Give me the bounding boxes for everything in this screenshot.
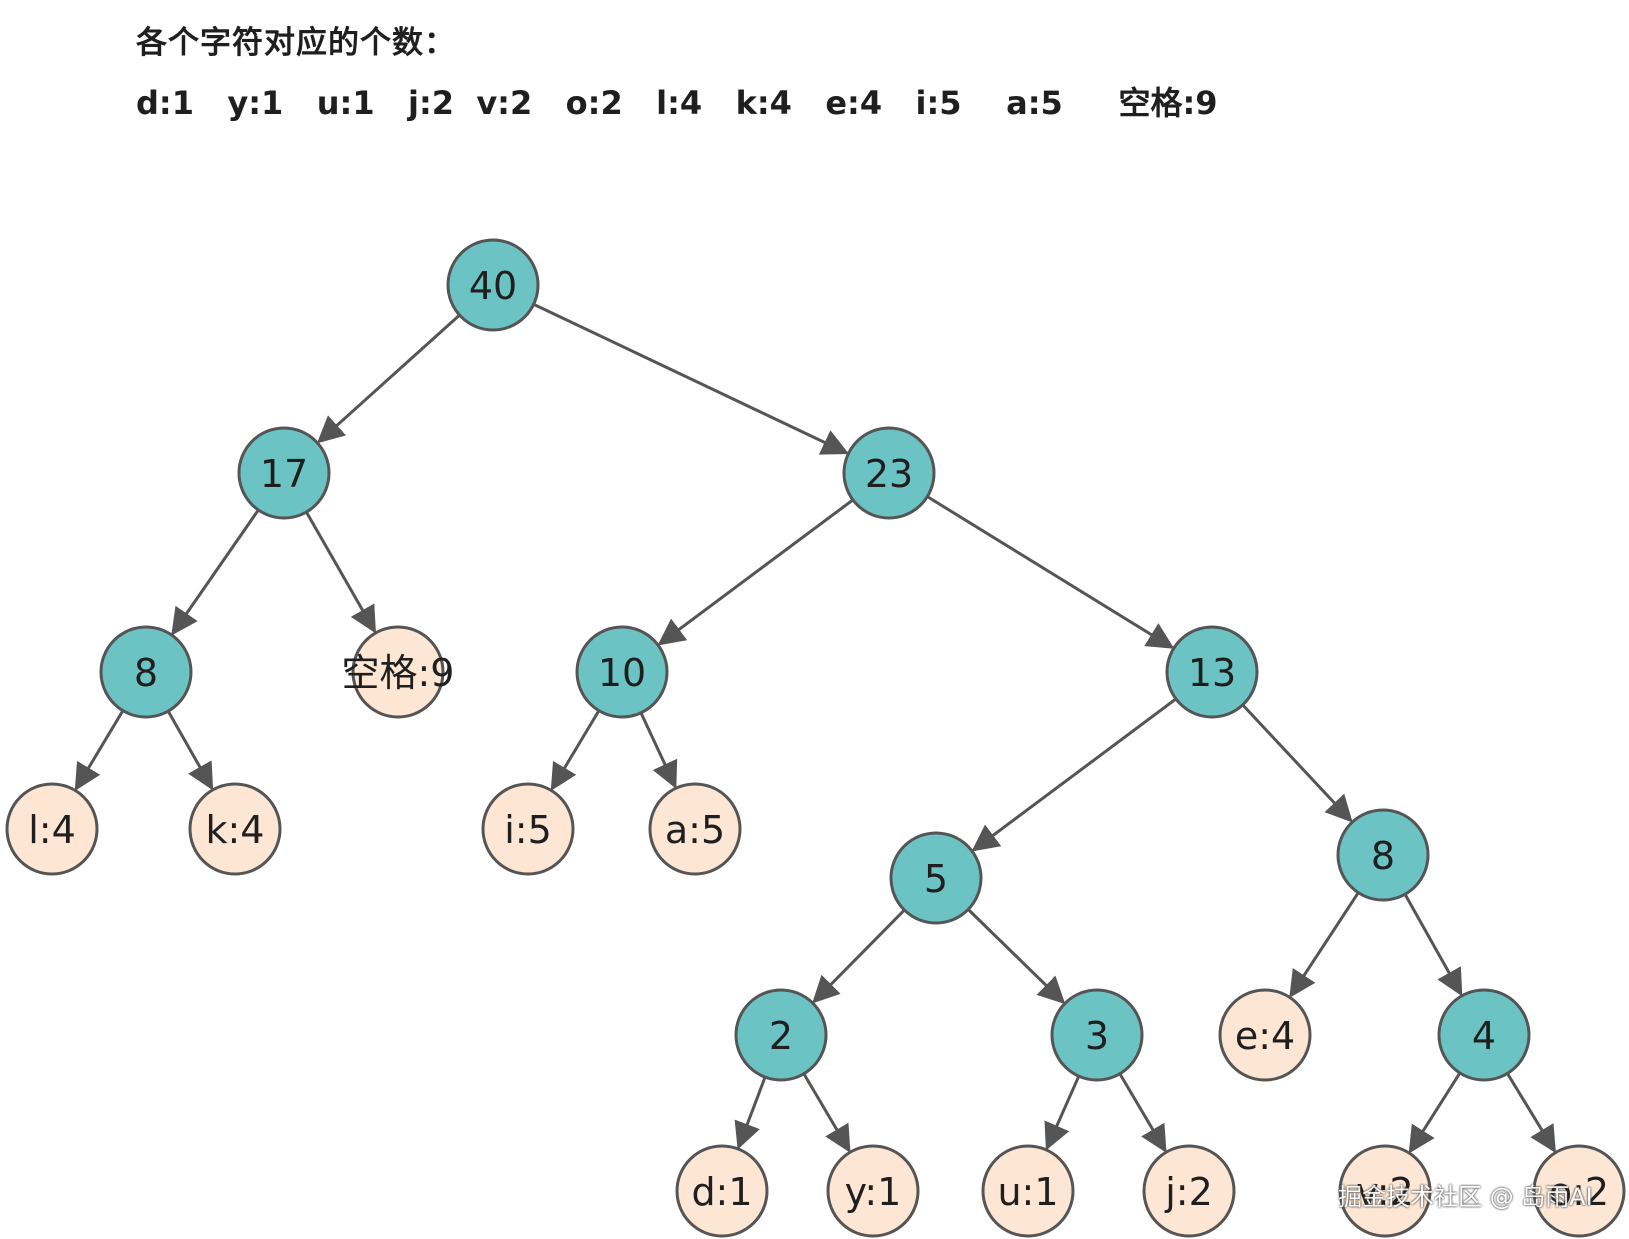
node-circle (648, 782, 742, 876)
node-label: a:5 (665, 808, 725, 852)
tree-edge (1404, 894, 1463, 997)
node-label: d:1 (691, 1170, 752, 1214)
character-counts: d:1 y:1 u:1 j:2 v:2 o:2 l:4 k:4 e:4 i:5 … (136, 84, 1218, 122)
node-label: 5 (924, 857, 948, 901)
tree-edge (640, 713, 678, 789)
node-label: 3 (1085, 1014, 1109, 1058)
tree-edge (812, 909, 905, 1004)
internal-node: 8 (99, 625, 193, 719)
header: 各个字符对应的个数： d:1 y:1 u:1 j:2 v:2 o:2 l:4 k… (136, 20, 1218, 126)
internal-node: 10 (575, 625, 669, 719)
node-label: 23 (865, 452, 913, 496)
leaf-node: u:1 (981, 1144, 1075, 1238)
tree-edge (1044, 1076, 1080, 1151)
node-label: 4 (1472, 1014, 1496, 1058)
node-circle (1218, 988, 1312, 1082)
tree-edge (1242, 704, 1353, 823)
tree-edge (927, 495, 1175, 649)
leaf-node: l:4 (5, 782, 99, 876)
node-label: 空格:9 (342, 651, 455, 695)
node-circle (575, 625, 669, 719)
node-circle (188, 782, 282, 876)
watermark: 掘金技术社区 @ 岛雨AI (1338, 1183, 1593, 1211)
tree-edge (803, 1073, 851, 1153)
node-label: 10 (598, 651, 646, 695)
node-circle (734, 988, 828, 1082)
tree-edge (657, 499, 854, 646)
node-label: e:4 (1235, 1014, 1295, 1058)
node-circle (1338, 1144, 1432, 1238)
node-circle (842, 426, 936, 520)
node-circle (1532, 1144, 1626, 1238)
leaf-node: o:2 (1532, 1144, 1626, 1238)
tree-edge (967, 909, 1066, 1005)
tree-edge (305, 512, 376, 634)
internal-node: 4 (1437, 988, 1531, 1082)
node-label: 40 (469, 264, 517, 308)
leaf-node: v:2 (1338, 1144, 1432, 1238)
node-circle (826, 1144, 920, 1238)
leaf-node: i:5 (481, 782, 575, 876)
node-label: o:2 (1549, 1170, 1609, 1214)
node-label: l:4 (28, 808, 76, 852)
leaf-node: j:2 (1142, 1144, 1236, 1238)
leaf-node: k:4 (188, 782, 282, 876)
page-title: 各个字符对应的个数： (136, 25, 456, 61)
node-label: 13 (1188, 651, 1236, 695)
tree-edge (533, 303, 849, 455)
tree-edges (74, 303, 1556, 1154)
internal-node: 3 (1050, 988, 1144, 1082)
node-label: 2 (769, 1014, 793, 1058)
node-label: y:1 (845, 1170, 902, 1214)
tree-edge (167, 711, 214, 791)
tree-edge (734, 1077, 767, 1150)
tree-edge (1289, 892, 1360, 998)
node-circle (1336, 808, 1430, 902)
node-label: 8 (134, 651, 158, 695)
tree-edge (1408, 1073, 1461, 1154)
node-circle (675, 1144, 769, 1238)
node-circle (99, 625, 193, 719)
node-circle (5, 782, 99, 876)
node-label: v:2 (1356, 1170, 1413, 1214)
leaf-node: y:1 (826, 1144, 920, 1238)
tree-edge (74, 710, 124, 791)
node-circle (1050, 988, 1144, 1082)
leaf-node: e:4 (1218, 988, 1312, 1082)
node-circle (981, 1144, 1075, 1238)
tree-edge (316, 314, 460, 444)
node-circle (1165, 625, 1259, 719)
tree-edge (971, 698, 1177, 852)
node-label: j:2 (1164, 1170, 1213, 1214)
node-circle (1142, 1144, 1236, 1238)
tree-edge (171, 509, 260, 636)
leaf-node: d:1 (675, 1144, 769, 1238)
node-circle (446, 238, 540, 332)
internal-node: 17 (237, 426, 331, 520)
internal-node: 2 (734, 988, 828, 1082)
internal-node: 8 (1336, 808, 1430, 902)
leaf-node: 空格:9 (342, 625, 455, 719)
tree-edge (1119, 1073, 1167, 1153)
node-circle (1437, 988, 1531, 1082)
tree-edge (1506, 1073, 1556, 1154)
node-label: 8 (1371, 834, 1395, 878)
node-circle (481, 782, 575, 876)
node-circle (889, 831, 983, 925)
leaf-node: a:5 (648, 782, 742, 876)
node-label: i:5 (504, 808, 552, 852)
node-label: u:1 (997, 1170, 1058, 1214)
internal-node: 40 (446, 238, 540, 332)
node-label: 17 (260, 452, 308, 496)
internal-node: 5 (889, 831, 983, 925)
internal-node: 13 (1165, 625, 1259, 719)
node-label: k:4 (206, 808, 265, 852)
internal-node: 23 (842, 426, 936, 520)
tree-edge (550, 710, 600, 791)
node-circle (351, 625, 445, 719)
node-circle (237, 426, 331, 520)
